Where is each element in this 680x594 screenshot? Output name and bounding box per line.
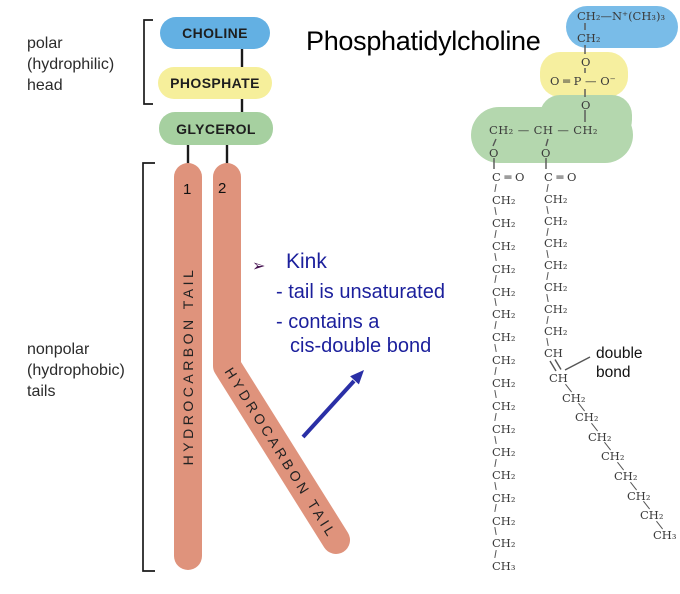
chain-group-label: CH₂ [492,421,516,436]
kink-arrow [301,379,356,439]
ester-oxygen-left: O [489,146,499,160]
tail-1-label: HYDROCARBON TAIL [180,266,196,466]
nonpolar-tails-label: nonpolar (hydrophobic) tails [27,339,125,402]
chain-group-label: CH₂ [544,302,568,316]
chain-group-label: CH₂ [544,214,568,228]
chain-group-label: CH₂ [544,280,568,294]
chain-group-label: CH₂ [492,376,516,391]
glycerol-blob [471,107,633,163]
chain-group-label: CH₂ [640,508,664,523]
bond-tick [545,138,549,147]
bullet-arrow-icon: ➢ [252,258,266,275]
phosphate-formula-row: O ═ P — O⁻ [550,74,616,88]
tails-bracket [142,162,155,572]
chain-group-label: CH₂ [492,215,516,230]
chain-group-label: CH₃ [492,559,516,574]
tail-1-number: 1 [183,181,192,198]
choline-box [160,17,270,49]
chain-group-label: CH₃ [653,527,677,542]
chain-group-label: CH₂ [544,258,568,272]
nonpolar-tails-label-line: nonpolar [27,341,90,358]
head-bracket [143,19,153,105]
nonpolar-tails-label-line: tails [27,383,56,400]
chain-group-label: CH₂ [575,410,599,425]
glycerol-oxygen-top: O [581,98,591,112]
double-bond-label-line: bond [596,364,631,381]
chain-group-label: CH₂ [544,236,568,250]
glycerol-box [159,112,273,145]
kink-heading: Kink [286,250,327,273]
double-bond-pointer [564,356,591,371]
chain-group-label: CH [549,371,568,385]
choline-formula-row2: CH₂ [577,31,601,45]
choline-blob [566,6,678,48]
polar-head-label: polar (hydrophilic) head [27,33,114,96]
chain-group-label: C ═ O [492,170,525,184]
nonpolar-tails-label-line: (hydrophobic) [27,362,125,379]
chain-group-label: CH₂ [544,324,568,338]
chain-group-label: CH₂ [492,467,516,482]
chain-group-label: CH₂ [492,307,516,322]
phosphate-box-label: PHOSPHATE [170,75,260,91]
chain-group-label: CH [544,346,563,360]
double-bond-line [554,359,562,370]
page-title: Phosphatidylcholine [306,26,541,56]
chain-group-label: CH₂ [492,399,516,413]
chain-group-label: CH₂ [492,513,516,528]
bond-tick [492,138,497,147]
chain-group-label: CH₂ [601,449,625,464]
chain-group-label: CH₂ [492,490,516,505]
kink-note-line: - contains a [276,311,380,333]
chain-group-label: CH₂ [627,488,651,503]
glycerol-formula-row: CH₂ — CH — CH₂ [489,123,598,137]
glycerol-box-label: GLYCEROL [176,120,256,137]
chain-group-label: CH₂ [492,330,516,345]
choline-box-label: CHOLINE [182,25,248,41]
choline-formula-row1: CH₂—N⁺(CH₃)₃ [577,9,666,23]
chain-group-label: CH₂ [544,192,568,206]
chain-group-label: CH₂ [492,261,516,276]
chain-group-label: CH₂ [492,284,516,299]
double-bond-label: double bond [596,344,643,382]
phosphate-blob [540,52,628,97]
double-bond-label-line: double [596,345,643,362]
kink-arrow-head [350,370,364,385]
polar-head-label-line: polar [27,35,63,52]
polar-head-label-line: (hydrophilic) [27,56,115,73]
chain-group-label: CH₂ [492,353,516,368]
hydrocarbon-tail-2-shape [213,163,350,554]
chain-group-label: CH₂ [492,444,516,459]
chain-group-label: CH₂ [614,469,638,483]
kink-note-line: cis-double bond [290,335,432,357]
chain-group-label: CH₂ [492,192,516,207]
chain-group-label: C ═ O [544,170,577,184]
double-bond-line [549,360,557,372]
chain-group-label: CH₂ [562,390,586,405]
ester-oxygen-right: O [541,146,551,160]
chain-group-label: CH₂ [588,429,612,444]
polar-head-label-line: head [27,77,63,94]
phosphate-box [158,67,272,99]
chain-group-label: CH₂ [492,536,516,551]
chain-group-label: CH₂ [492,238,516,253]
phosphate-oxygen-top: O [581,55,591,69]
kink-note-line: - tail is unsaturated [276,281,445,303]
tail-2-number: 2 [218,180,227,197]
